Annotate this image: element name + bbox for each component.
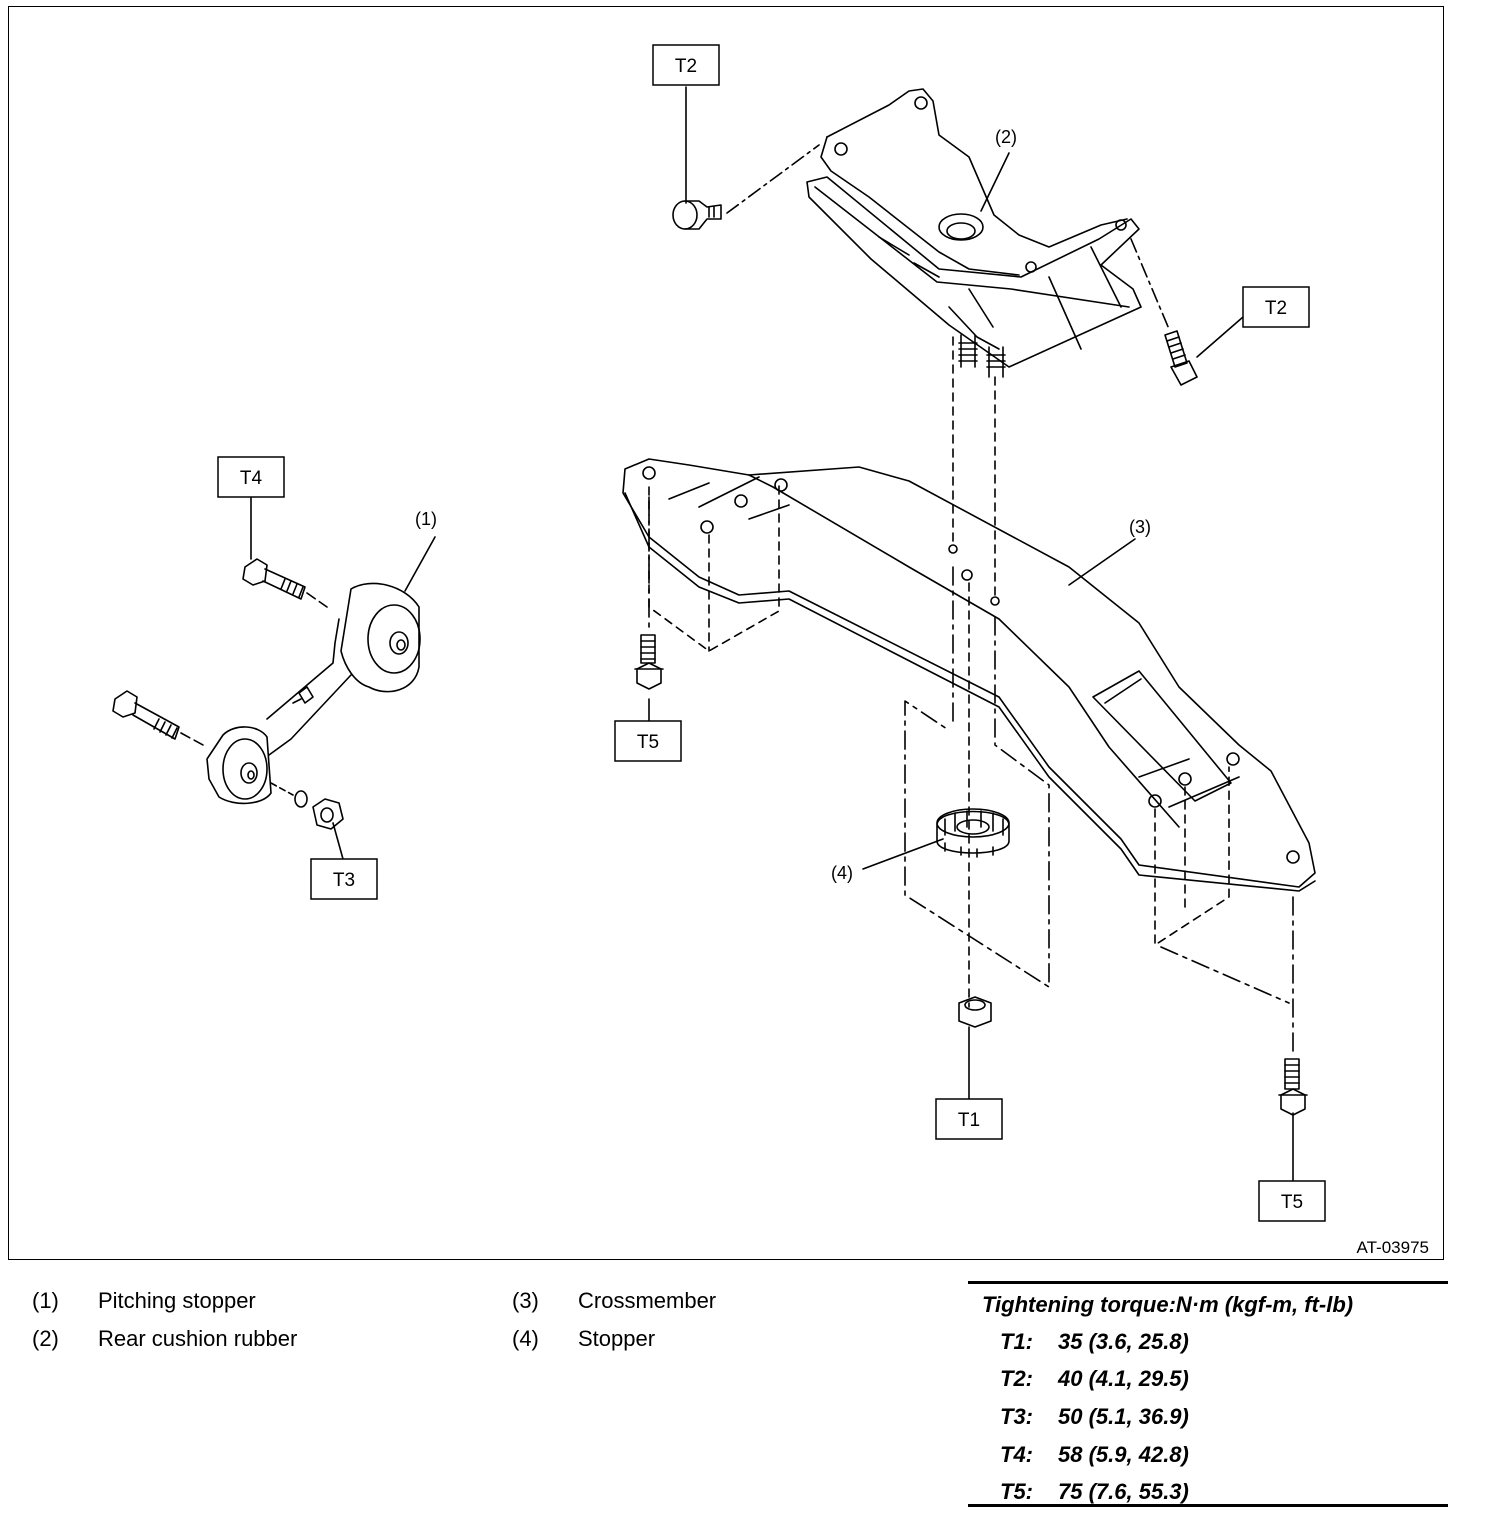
rear-cushion-rubber [806, 88, 1142, 378]
torque-title: Tightening torque:N·m (kgf-m, ft-lb) [982, 1292, 1354, 1317]
torque-box-frame [217, 456, 285, 498]
diagram-canvas: T2 T2 T4 T5 T3 T1 T5 (1) (2) (3) (4) AT-… [112, 44, 1429, 1257]
torque-value: 50 (5.1, 36.9) [1058, 1404, 1189, 1429]
center-lines [648, 496, 1294, 1058]
torque-row-t1: T1: 35 (3.6, 25.8) [1000, 1329, 1189, 1355]
torque-box-t3: T3 [333, 870, 355, 891]
bolt-t2-right [1164, 330, 1198, 386]
torque-box-t1: T1 [958, 1110, 980, 1131]
torque-box-frame [614, 720, 682, 762]
bolt-lower-left [112, 690, 180, 740]
torque-box-frame [1242, 286, 1310, 328]
assembly-line [270, 782, 294, 796]
torque-box-t2-right: T2 [1265, 298, 1287, 319]
torque-box-frame [935, 1098, 1003, 1140]
legend-num-1: (1) [32, 1288, 59, 1313]
torque-id: T4: [1000, 1442, 1033, 1467]
legend-label-2: Rear cushion rubber [98, 1326, 298, 1351]
torque-box-t5-left: T5 [637, 732, 659, 753]
legend-num-4: (4) [512, 1326, 539, 1351]
callout-1: (1) [415, 509, 437, 529]
legend-label-3: Crossmember [578, 1288, 717, 1313]
torque-box-frame [1258, 1180, 1326, 1222]
torque-id: T3: [1000, 1404, 1033, 1429]
stopper [936, 808, 1010, 858]
legend-label-4: Stopper [578, 1326, 656, 1351]
pitching-stopper [206, 582, 421, 805]
leader-lines [250, 86, 1294, 1182]
legend-num-3: (3) [512, 1288, 539, 1313]
torque-id: T1: [1000, 1329, 1033, 1354]
torque-row-t3: T3: 50 (5.1, 36.9) [1000, 1404, 1189, 1430]
callout-4: (4) [831, 863, 853, 883]
torque-box-t4: T4 [240, 468, 263, 489]
torque-box-t2-top: T2 [675, 56, 697, 77]
projection-lines [648, 336, 1230, 1008]
torque-box-labels: T2 T2 T4 T5 T3 T1 T5 [217, 44, 1326, 1222]
assembly-line [180, 732, 204, 746]
torque-box-frame [310, 858, 378, 900]
torque-value: 58 (5.9, 42.8) [1058, 1442, 1189, 1467]
torque-id: T2: [1000, 1366, 1033, 1391]
exploded-diagram: T2 T2 T4 T5 T3 T1 T5 (1) (2) (3) (4) AT-… [8, 6, 1444, 1260]
bolt-t2-left [672, 200, 722, 230]
assembly-line [306, 592, 328, 608]
torque-value: 35 (3.6, 25.8) [1058, 1329, 1189, 1354]
assembly-line [1130, 238, 1170, 330]
legend-label-1: Pitching stopper [98, 1288, 256, 1313]
nut-t3 [312, 798, 344, 830]
torque-spec-table: Tightening torque:N·m (kgf-m, ft-lb) T1:… [968, 1281, 1448, 1507]
nut-t1 [958, 996, 992, 1028]
bolt-t5-left [634, 634, 664, 690]
torque-value: 40 (4.1, 29.5) [1058, 1366, 1189, 1391]
part-callouts: (1) (2) (3) (4) [415, 127, 1151, 883]
washer [294, 790, 308, 808]
bolt-t4-upper [242, 558, 306, 600]
bolt-t5-right [1278, 1058, 1308, 1116]
crossmember [622, 458, 1316, 892]
torque-row-t2: T2: 40 (4.1, 29.5) [1000, 1366, 1189, 1392]
callout-3: (3) [1129, 517, 1151, 537]
assembly-line [726, 144, 820, 214]
torque-box-t5-right: T5 [1281, 1192, 1303, 1213]
callout-2: (2) [995, 127, 1017, 147]
torque-value: 75 (7.6, 55.3) [1058, 1479, 1189, 1504]
torque-box-frame [652, 44, 720, 86]
torque-id: T5: [1000, 1479, 1033, 1504]
torque-row-t4: T4: 58 (5.9, 42.8) [1000, 1442, 1189, 1468]
figure-id: AT-03975 [1357, 1238, 1429, 1257]
legend-num-2: (2) [32, 1326, 59, 1351]
torque-row-t5: T5: 75 (7.6, 55.3) [1000, 1479, 1189, 1505]
